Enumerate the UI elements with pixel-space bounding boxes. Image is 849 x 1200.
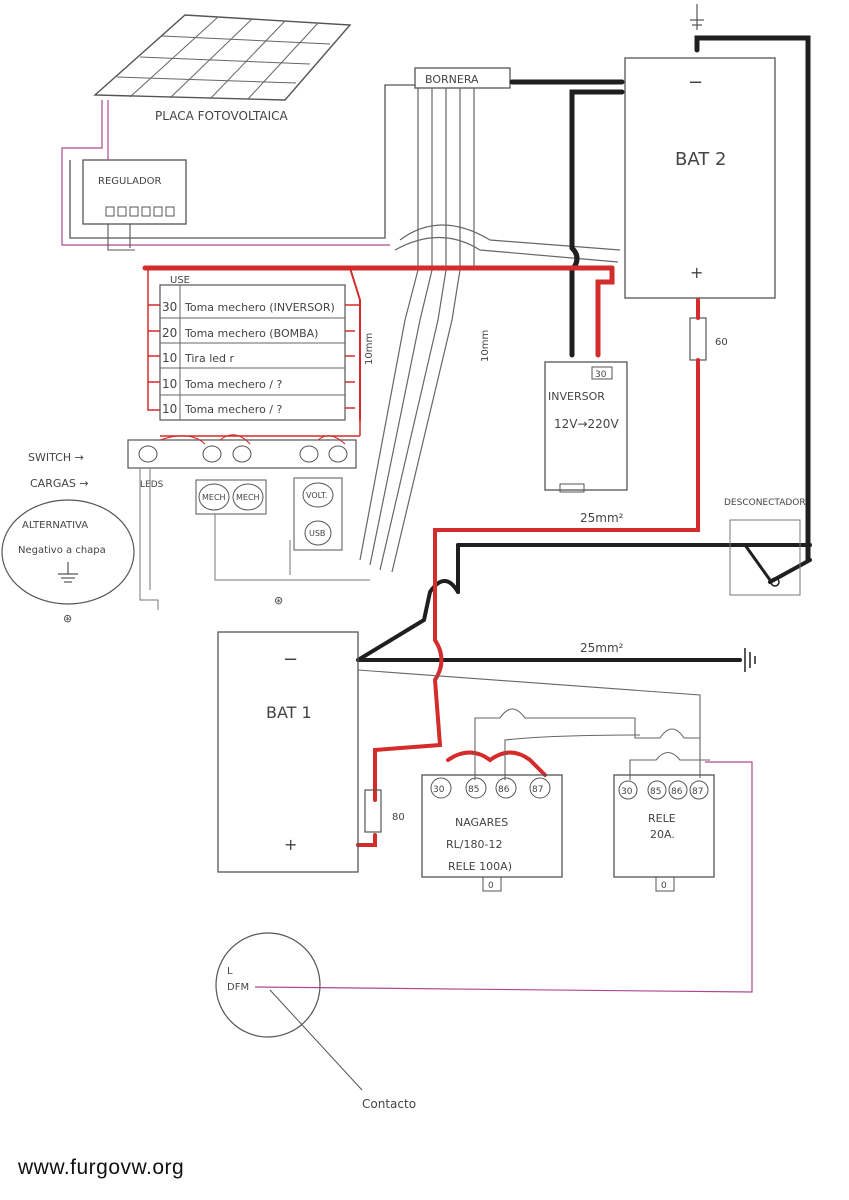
battery-2-fuse: 60 [715,337,728,348]
inverter: 30 INVERSOR 12V→220V [544,361,628,493]
relay-small-base: 0 [661,881,667,891]
relay-main-pin-87: 87 [532,785,543,795]
fuse-box-header: USE [170,275,190,286]
bornera-wires [359,88,621,573]
relay-small-pin-86: 86 [671,787,683,797]
relay-small-pin-30: 30 [621,787,633,797]
battery-2-label: BAT 2 [675,149,726,170]
black-wires [356,35,812,662]
battery-2-neg: − [688,72,703,93]
regulator-label: REGULADOR [98,176,162,187]
load-mech-1: MECH [202,493,226,502]
relay-main-pin-85: 85 [468,785,479,795]
disconnector: DESCONECTADOR [724,498,806,596]
relay-small-pin-85: 85 [650,787,661,797]
relay-small: 30 85 86 87 RELE 20A. 0 [613,774,715,892]
fuse-row-4-amp: 10 [162,377,177,391]
solar-label: PLACA FOTOVOLTAICA [155,109,289,123]
inverter-label: INVERSOR [548,390,605,403]
relay-control-wires [357,669,710,780]
fuse-row-3-text: Tira led r [184,352,234,365]
relay-main-base: 0 [488,881,494,891]
alternative-note: ALTERNATIVA Negativo a chapa ⊛ [1,499,135,625]
alternator: L DFM Contacto [215,761,753,1111]
load-leds: LEDS [140,480,164,490]
alternator-dfm: DFM [227,982,249,993]
mid-wire-gauge: 10mm [480,330,491,362]
battery-1-fuse: 80 [392,812,405,823]
regulator: REGULADOR [82,159,187,225]
relay-small-pin-87: 87 [692,787,703,797]
load-volt: VOLT. [306,491,327,500]
bat2-post [690,4,704,30]
load-usb: USB [309,529,325,538]
fuse-row-2-text: Toma mechero (BOMBA) [184,327,318,340]
fuse-box: USE 30 Toma mechero (INVERSOR) 20 Toma m… [159,275,375,421]
battery-1-pos: + [284,835,297,854]
switch-panel: SWITCH → CARGAS → LEDS MECH MECH VOLT. U… [28,434,370,610]
ground-mark-2: ⊛ [63,612,72,625]
watermark: www.furgovw.org [18,1156,185,1179]
relay-small-line1: RELE [648,812,676,825]
fuse-row-4-text: Toma mechero / ? [184,378,283,391]
battery-1: − BAT 1 + 80 [217,631,405,873]
fuse-row-5-text: Toma mechero / ? [184,403,283,416]
panel-wires [61,84,415,251]
alt-note-line2: Negativo a chapa [18,545,106,556]
battery-1-neg: − [283,649,298,670]
solar-panel: PLACA FOTOVOLTAICA [93,14,352,123]
switch-label: SWITCH → [28,451,84,464]
fuse-row-5-amp: 10 [162,402,177,416]
inverter-voltage: 12V→220V [554,417,619,431]
chassis-ground-symbol [744,648,756,672]
relay-main-line1: NAGARES [455,816,508,829]
ground-mark-1: ⊛ [274,594,283,607]
red-wires [142,265,700,847]
relay-main-pin-86: 86 [498,785,510,795]
fuse-row-1-text: Toma mechero (INVERSOR) [184,301,335,314]
alt-note-line1: ALTERNATIVA [22,520,88,531]
relay-main-pin-30: 30 [433,785,445,795]
relay-main: 30 85 86 87 NAGARES RL/180-12 RELE 100A)… [421,774,563,892]
cable-25-top: 25mm² [580,511,624,525]
load-mech-2: MECH [236,493,260,502]
battery-1-label: BAT 1 [266,703,312,722]
relay-main-line3: RELE 100A) [448,860,512,873]
relay-small-line2: 20A. [650,828,675,841]
fuse-box-gauge: 10mm [364,333,375,365]
contact-label: Contacto [362,1097,416,1111]
terminal-block-label: BORNERA [425,73,479,86]
fuse-row-3-amp: 10 [162,351,177,365]
relay-main-line2: RL/180-12 [446,838,502,851]
fuse-row-1-amp: 30 [162,300,177,314]
cable-25-mid: 25mm² [580,641,624,655]
terminal-block: BORNERA [414,67,511,89]
inverter-fuse: 30 [595,370,607,380]
disconnector-label: DESCONECTADOR [724,498,806,508]
battery-2-pos: + [690,263,703,282]
cargas-label: CARGAS → [30,477,89,490]
alternator-l: L [227,966,233,977]
fuse-row-2-amp: 20 [162,326,177,340]
